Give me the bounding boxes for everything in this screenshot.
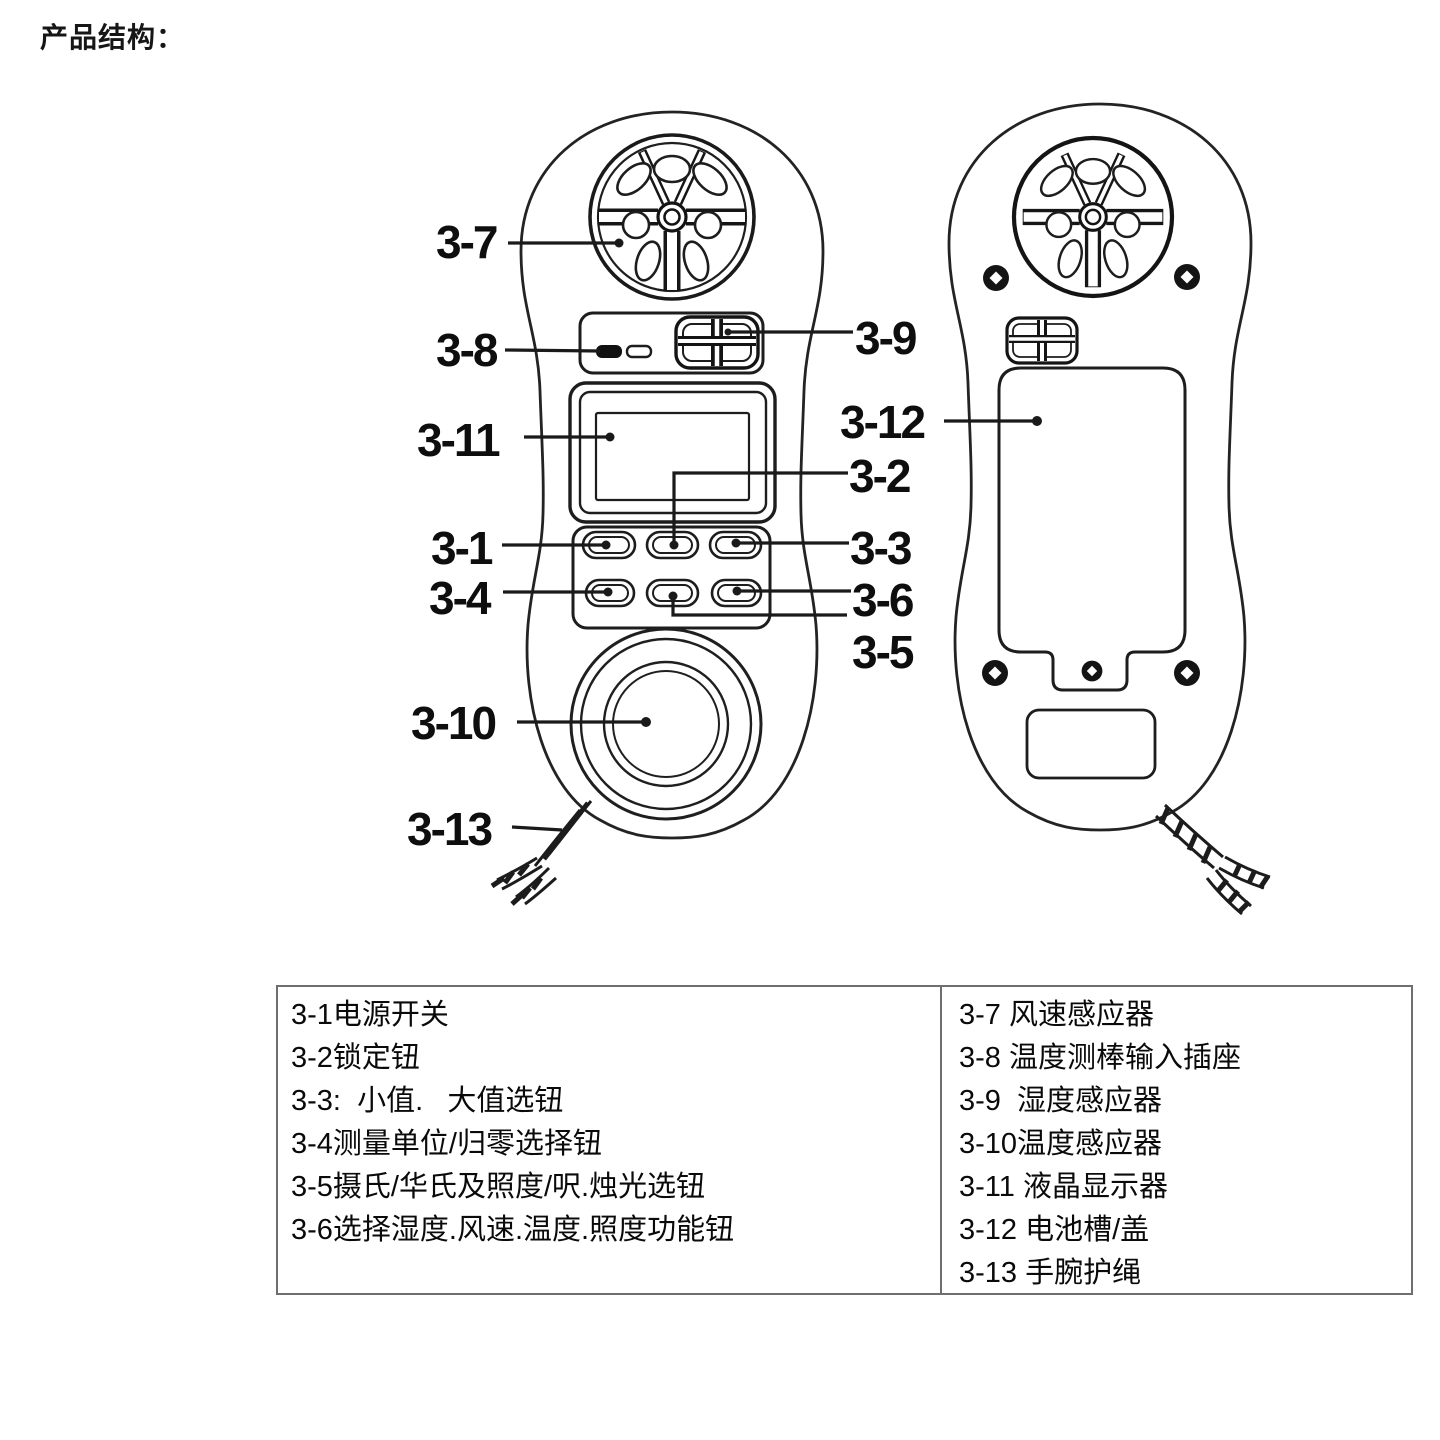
screw-icon — [983, 265, 1009, 291]
legend-item: 3-6选择湿度.风速.温度.照度功能钮 — [291, 1214, 735, 1246]
wind-sensor-back-drawing — [1011, 135, 1175, 299]
callout-label-3-13: 3-13 — [407, 803, 493, 855]
screw-icon — [1174, 264, 1200, 290]
temperature-probe-socket-drawing — [596, 345, 622, 358]
legend-item: 3-2锁定钮 — [291, 1042, 420, 1074]
callout-label-3-5: 3-5 — [852, 626, 915, 678]
callout-label-3-2: 3-2 — [849, 450, 912, 502]
legend-item: 3-4测量单位/归零选择钮 — [291, 1128, 602, 1160]
humidity-sensor-front-drawing — [674, 315, 760, 370]
legend-item: 3-8 温度测棒输入插座 — [959, 1042, 1241, 1074]
screw-icon — [1174, 660, 1200, 686]
wrist-strap-back-drawing — [1154, 803, 1271, 916]
battery-cover-drawing — [997, 366, 1187, 692]
callout-label-3-1: 3-1 — [431, 522, 494, 574]
screw-icon — [982, 660, 1008, 686]
legend-item: 3-7 风速感应器 — [959, 999, 1154, 1031]
legend-item: 3-12 电池槽/盖 — [959, 1214, 1150, 1246]
legend-item: 3-3: 小值. 大值选钮 — [291, 1085, 564, 1117]
function-button-drawing — [710, 578, 763, 608]
wind-speed-sensor-drawing — [588, 133, 756, 301]
callout-label-3-7: 3-7 — [436, 216, 499, 268]
legend-column-right: 3-7 风速感应器 3-8 温度测棒输入插座 3-9 湿度感应器 3-10温度感… — [942, 987, 1411, 1293]
legend-item: 3-5摄氏/华氏及照度/呎.烛光选钮 — [291, 1171, 706, 1203]
callout-label-3-11: 3-11 — [417, 414, 501, 466]
temperature-light-sensor-drawing — [569, 627, 763, 821]
wrist-strap-drawing — [490, 800, 593, 906]
callout-label-3-9: 3-9 — [855, 312, 918, 364]
legend-item: 3-10温度感应器 — [959, 1128, 1163, 1160]
callout-label-3-8: 3-8 — [436, 324, 499, 376]
legend-item: 3-9 湿度感应器 — [959, 1085, 1163, 1117]
screw-icon — [1081, 660, 1103, 682]
legend-column-left: 3-1电源开关 3-2锁定钮 3-3: 小值. 大值选钮 3-4测量单位/归零选… — [278, 987, 942, 1293]
sensor-strip-drawing — [578, 311, 765, 375]
minmax-button-drawing — [708, 530, 763, 560]
legend-item: 3-13 手腕护绳 — [959, 1257, 1142, 1289]
callout-label-3-6: 3-6 — [852, 574, 915, 626]
page-title: 产品结构： — [40, 22, 186, 53]
label-plate-drawing — [1025, 708, 1157, 780]
callout-label-3-3: 3-3 — [850, 522, 913, 574]
front-view-drawing — [490, 110, 825, 906]
callout-label-3-10: 3-10 — [411, 697, 497, 749]
legend-table: 3-1电源开关 3-2锁定钮 3-3: 小值. 大值选钮 3-4测量单位/归零选… — [276, 985, 1413, 1295]
leader-lines — [502, 238, 1042, 832]
callout-label-3-12: 3-12 — [840, 396, 926, 448]
callout-label-3-4: 3-4 — [429, 572, 492, 624]
humidity-sensor-back-drawing — [1005, 316, 1079, 365]
legend-item: 3-11 液晶显示器 — [959, 1171, 1168, 1203]
legend-item: 3-1电源开关 — [291, 999, 449, 1031]
back-view-drawing — [947, 102, 1271, 916]
